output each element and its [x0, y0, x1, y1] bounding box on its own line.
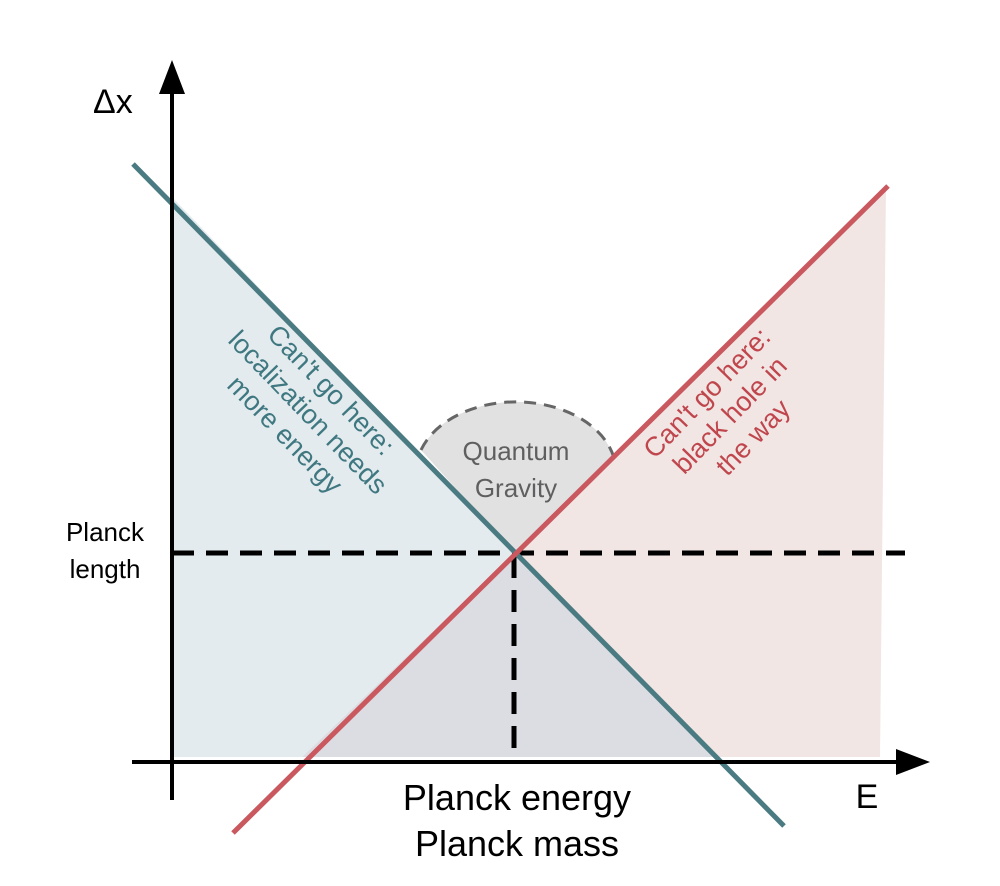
localization-forbidden-region [172, 197, 514, 757]
planck-length-label-line1: Planck [66, 517, 145, 547]
black-hole-forbidden-region [514, 187, 886, 757]
quantum-gravity-label-line2: Gravity [475, 473, 557, 503]
planck-energy-label: Planck energy [403, 777, 631, 818]
x-axis-arrow-icon [896, 749, 930, 775]
x-axis-label: E [856, 778, 879, 816]
black-hole-boundary-line [231, 184, 890, 835]
localization-boundary-line [131, 162, 786, 828]
y-axis-arrow-icon [159, 60, 185, 94]
quantum-gravity-region [421, 401, 614, 553]
planck-mass-label: Planck mass [415, 823, 619, 864]
planck-length-label-line2: length [70, 554, 141, 584]
overlap-region [302, 553, 718, 757]
y-axis-label: Δx [93, 83, 133, 121]
quantum-gravity-label-line1: Quantum [463, 436, 570, 466]
quantum-gravity-boundary [419, 400, 616, 459]
